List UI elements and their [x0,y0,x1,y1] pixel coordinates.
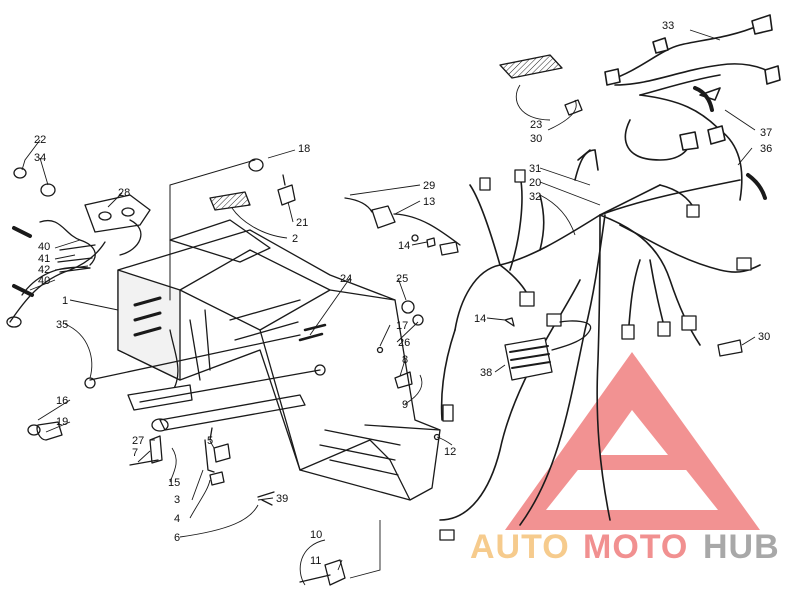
callout-28: 28 [118,187,130,199]
callout-31: 31 [529,163,541,175]
watermark-triangle-icon [505,352,760,530]
callout-13: 13 [423,196,435,208]
callout-40-lower: 40 [38,275,50,287]
watermark-logo: AUTO MOTO HUB [470,352,780,566]
callout-18: 18 [298,143,310,155]
upper-harness [604,14,781,201]
callout-38: 38 [480,367,492,379]
callout-34: 34 [34,152,46,164]
mount-bar [89,334,321,432]
callout-9: 9 [402,399,408,411]
callout-21: 21 [296,217,308,229]
key-switch-assembly [6,167,151,328]
callout-23: 23 [530,119,542,131]
watermark-word-auto: AUTO [470,528,570,566]
callout-37: 37 [760,127,772,139]
callout-14: 14 [398,240,410,252]
leader-lines [21,29,756,586]
callout-10: 10 [310,529,322,541]
decal-plate [499,54,583,116]
callout-29: 29 [423,180,435,192]
callout-12: 12 [444,446,456,458]
callout-14-lower: 14 [474,313,486,325]
callout-30: 30 [530,133,542,145]
callout-1: 1 [62,295,68,307]
callout-5: 5 [207,435,213,447]
harness-connectors [439,169,752,541]
callout-27: 27 [132,435,144,447]
callout-36: 36 [760,143,772,155]
watermark-word-moto: MOTO [583,528,688,566]
callout-7: 7 [132,447,138,459]
callout-41: 41 [38,253,50,265]
callout-15: 15 [168,477,180,489]
voltage-regulator [504,320,592,381]
toggle-switch [209,158,296,211]
callout-20: 20 [529,177,541,189]
callout-3: 3 [174,494,180,506]
callout-25: 25 [396,273,408,285]
watermark-word-hub: HUB [703,528,780,566]
callout-11: 11 [310,555,321,567]
fasteners [27,237,743,586]
callout-8: 8 [402,354,408,366]
callout-17: 17 [396,320,408,332]
callout-40: 40 [38,241,50,253]
callout-2: 2 [292,233,298,245]
callout-26: 26 [398,337,410,349]
callout-labels: 33 23 30 37 36 31 20 32 29 13 14 22 34 2… [34,20,772,567]
callout-19: 19 [56,416,68,428]
callout-30-right: 30 [758,331,770,343]
callout-35: 35 [56,319,68,331]
callout-22: 22 [34,134,46,146]
callout-32: 32 [529,191,541,203]
callout-33: 33 [662,20,674,32]
line-art [6,14,781,586]
console-housing [117,159,441,501]
callout-6: 6 [174,532,180,544]
callout-39: 39 [276,493,288,505]
callout-4: 4 [174,513,180,525]
lamp-socket [344,197,461,256]
callout-16: 16 [56,395,68,407]
callout-42: 42 [38,264,50,276]
callout-24: 24 [340,273,352,285]
